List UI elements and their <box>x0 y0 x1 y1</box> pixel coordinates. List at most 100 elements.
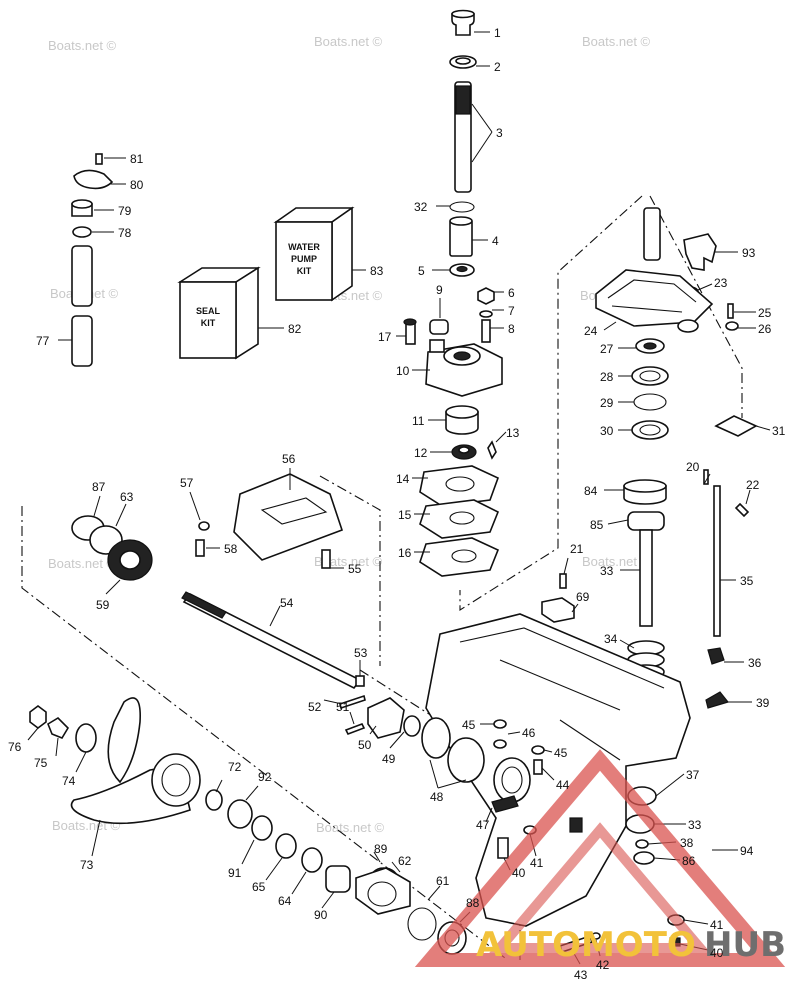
part-27-hole <box>643 342 657 350</box>
leader <box>373 851 381 863</box>
part-65-seal <box>275 833 297 859</box>
leader <box>703 473 711 485</box>
leader-lines <box>27 31 771 965</box>
part-54-spline <box>181 591 227 619</box>
leader <box>437 779 467 789</box>
part-72-spacer <box>205 789 223 811</box>
callout-15: 15 <box>398 508 412 522</box>
leader <box>75 751 87 773</box>
callout-83: 83 <box>370 264 384 278</box>
part-1-top <box>451 9 475 19</box>
part-81-screw <box>95 153 103 165</box>
part-69-anode <box>541 597 575 623</box>
part-75-tab-washer <box>47 716 70 739</box>
part-8-stud <box>481 319 491 343</box>
callout-77: 77 <box>36 334 50 348</box>
part-2-hole <box>455 57 471 65</box>
callout-31: 31 <box>772 424 786 438</box>
part-28-inner <box>639 370 661 382</box>
callout-40-b: 40 <box>710 946 724 960</box>
callout-94: 94 <box>740 844 754 858</box>
part-40-screw <box>497 837 509 859</box>
part-74-thrust-hub <box>75 723 97 753</box>
shift-assembly-group <box>595 207 758 440</box>
part-12-impeller <box>451 444 477 460</box>
part-11-top <box>445 405 479 419</box>
part-48-gear <box>421 717 451 759</box>
part-15-hole <box>449 511 475 525</box>
leader <box>619 639 635 649</box>
part-6-nut <box>477 287 495 305</box>
part-30-bearing-race <box>631 420 669 440</box>
callout-92: 92 <box>258 770 272 784</box>
callout-8: 8 <box>508 322 515 336</box>
part-14-gasket <box>419 465 500 507</box>
part-56-slot <box>260 497 328 525</box>
leader <box>391 861 401 873</box>
brand-text-primary: AUTOMOTO <box>476 925 696 965</box>
callout-1: 1 <box>494 26 501 40</box>
callout-7: 7 <box>508 304 515 318</box>
part-44-screw <box>533 759 543 775</box>
part-64-bearing <box>301 847 323 873</box>
part-56-trim-tab <box>233 473 344 561</box>
callout-4: 4 <box>492 234 499 248</box>
part-92-seal <box>227 799 253 829</box>
part-28-cup <box>631 366 669 386</box>
part-13-impeller-key <box>487 440 497 460</box>
shift-rod-group <box>71 153 114 367</box>
callout-12: 12 <box>414 446 428 460</box>
part-25-screw <box>727 303 734 319</box>
callout-11: 11 <box>412 414 425 428</box>
seal-kit-box: SEAL KIT <box>177 266 261 360</box>
leader <box>655 773 685 797</box>
part-78-o-ring <box>72 226 92 238</box>
part-9-grommet <box>429 319 449 335</box>
leader <box>507 731 521 735</box>
part-10-tube <box>429 339 445 353</box>
watermark: Boats.net © <box>582 554 651 569</box>
pump-kit-text: KIT <box>297 266 312 276</box>
callout-75: 75 <box>34 756 48 770</box>
callout-23: 23 <box>714 276 728 290</box>
brand-triangle-outer <box>414 749 786 967</box>
leader <box>471 103 493 133</box>
callout-labels: 1 2 3 32 4 5 9 6 7 8 17 10 11 12 13 14 1… <box>8 26 786 982</box>
part-16-hole <box>451 549 477 563</box>
callout-14: 14 <box>396 472 410 486</box>
water-pump-stack <box>403 9 503 577</box>
leader <box>745 489 751 505</box>
callout-80: 80 <box>130 178 144 192</box>
part-45-washer-b <box>531 745 545 755</box>
guide-line <box>21 506 506 959</box>
brand-logo: AUTOMOTO HUB <box>414 749 786 967</box>
callout-81: 81 <box>130 152 144 166</box>
leader <box>607 519 629 525</box>
callout-21: 21 <box>570 542 584 556</box>
leader <box>697 283 713 291</box>
part-14-hole <box>445 476 475 492</box>
leader <box>189 491 201 521</box>
part-90-bearing <box>325 865 351 893</box>
leader <box>323 699 343 705</box>
part-21-screw <box>559 573 567 589</box>
leader <box>91 819 101 857</box>
callout-49: 49 <box>382 752 396 766</box>
callout-88: 88 <box>466 896 480 910</box>
callout-28: 28 <box>600 370 614 384</box>
callout-84: 84 <box>584 484 598 498</box>
part-24-adaptor-plate <box>595 269 714 327</box>
part-80-shift-coupler <box>73 169 114 190</box>
leader <box>471 131 493 163</box>
part-47-bearing <box>493 757 531 803</box>
leader <box>55 737 59 757</box>
callout-32: 32 <box>414 200 428 214</box>
seal-kit-text: KIT <box>201 318 216 328</box>
watermark: Boats.net © <box>314 34 383 49</box>
part-52-cam-follower <box>339 694 366 710</box>
callout-46: 46 <box>522 726 536 740</box>
part-26-washer <box>725 321 739 331</box>
callout-59: 59 <box>96 598 110 612</box>
guide-line <box>459 195 643 611</box>
